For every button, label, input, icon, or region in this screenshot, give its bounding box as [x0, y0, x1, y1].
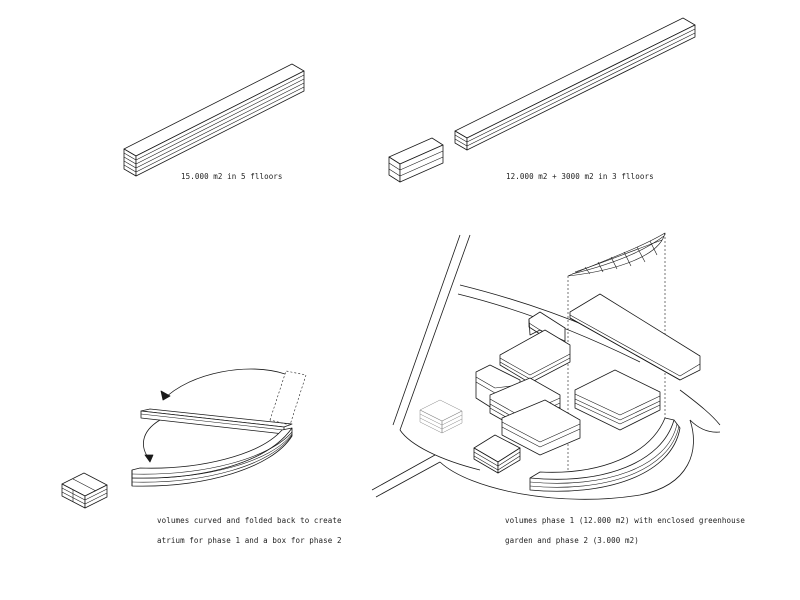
ghost-outline — [269, 370, 307, 426]
slab-three-floors — [454, 17, 696, 151]
caption-step-four-line-one: volumes phase 1 (12.000 m2) with enclose… — [505, 516, 745, 525]
phase-two-box-small — [61, 472, 108, 509]
phase-one-blocks — [473, 293, 701, 474]
fold-arrow — [143, 368, 286, 463]
slab-five-floors — [123, 63, 305, 177]
phase-two-box-site — [419, 399, 463, 434]
site-roads — [371, 234, 721, 500]
curved-volume — [131, 408, 293, 487]
floor-lines — [123, 74, 305, 173]
caption-step-two: 12.000 m2 + 3000 m2 in 3 flloors — [506, 172, 654, 181]
phase-two-box — [388, 137, 444, 183]
caption-step-four-line-two: garden and phase 2 (3.000 m2) — [505, 536, 639, 545]
caption-step-one: 15.000 m2 in 5 flloors — [181, 172, 283, 181]
greenhouse-roof — [567, 232, 666, 470]
caption-step-three-line-one: volumes curved and folded back to create — [157, 516, 342, 525]
caption-step-three-line-two: atrium for phase 1 and a box for phase 2 — [157, 536, 342, 545]
